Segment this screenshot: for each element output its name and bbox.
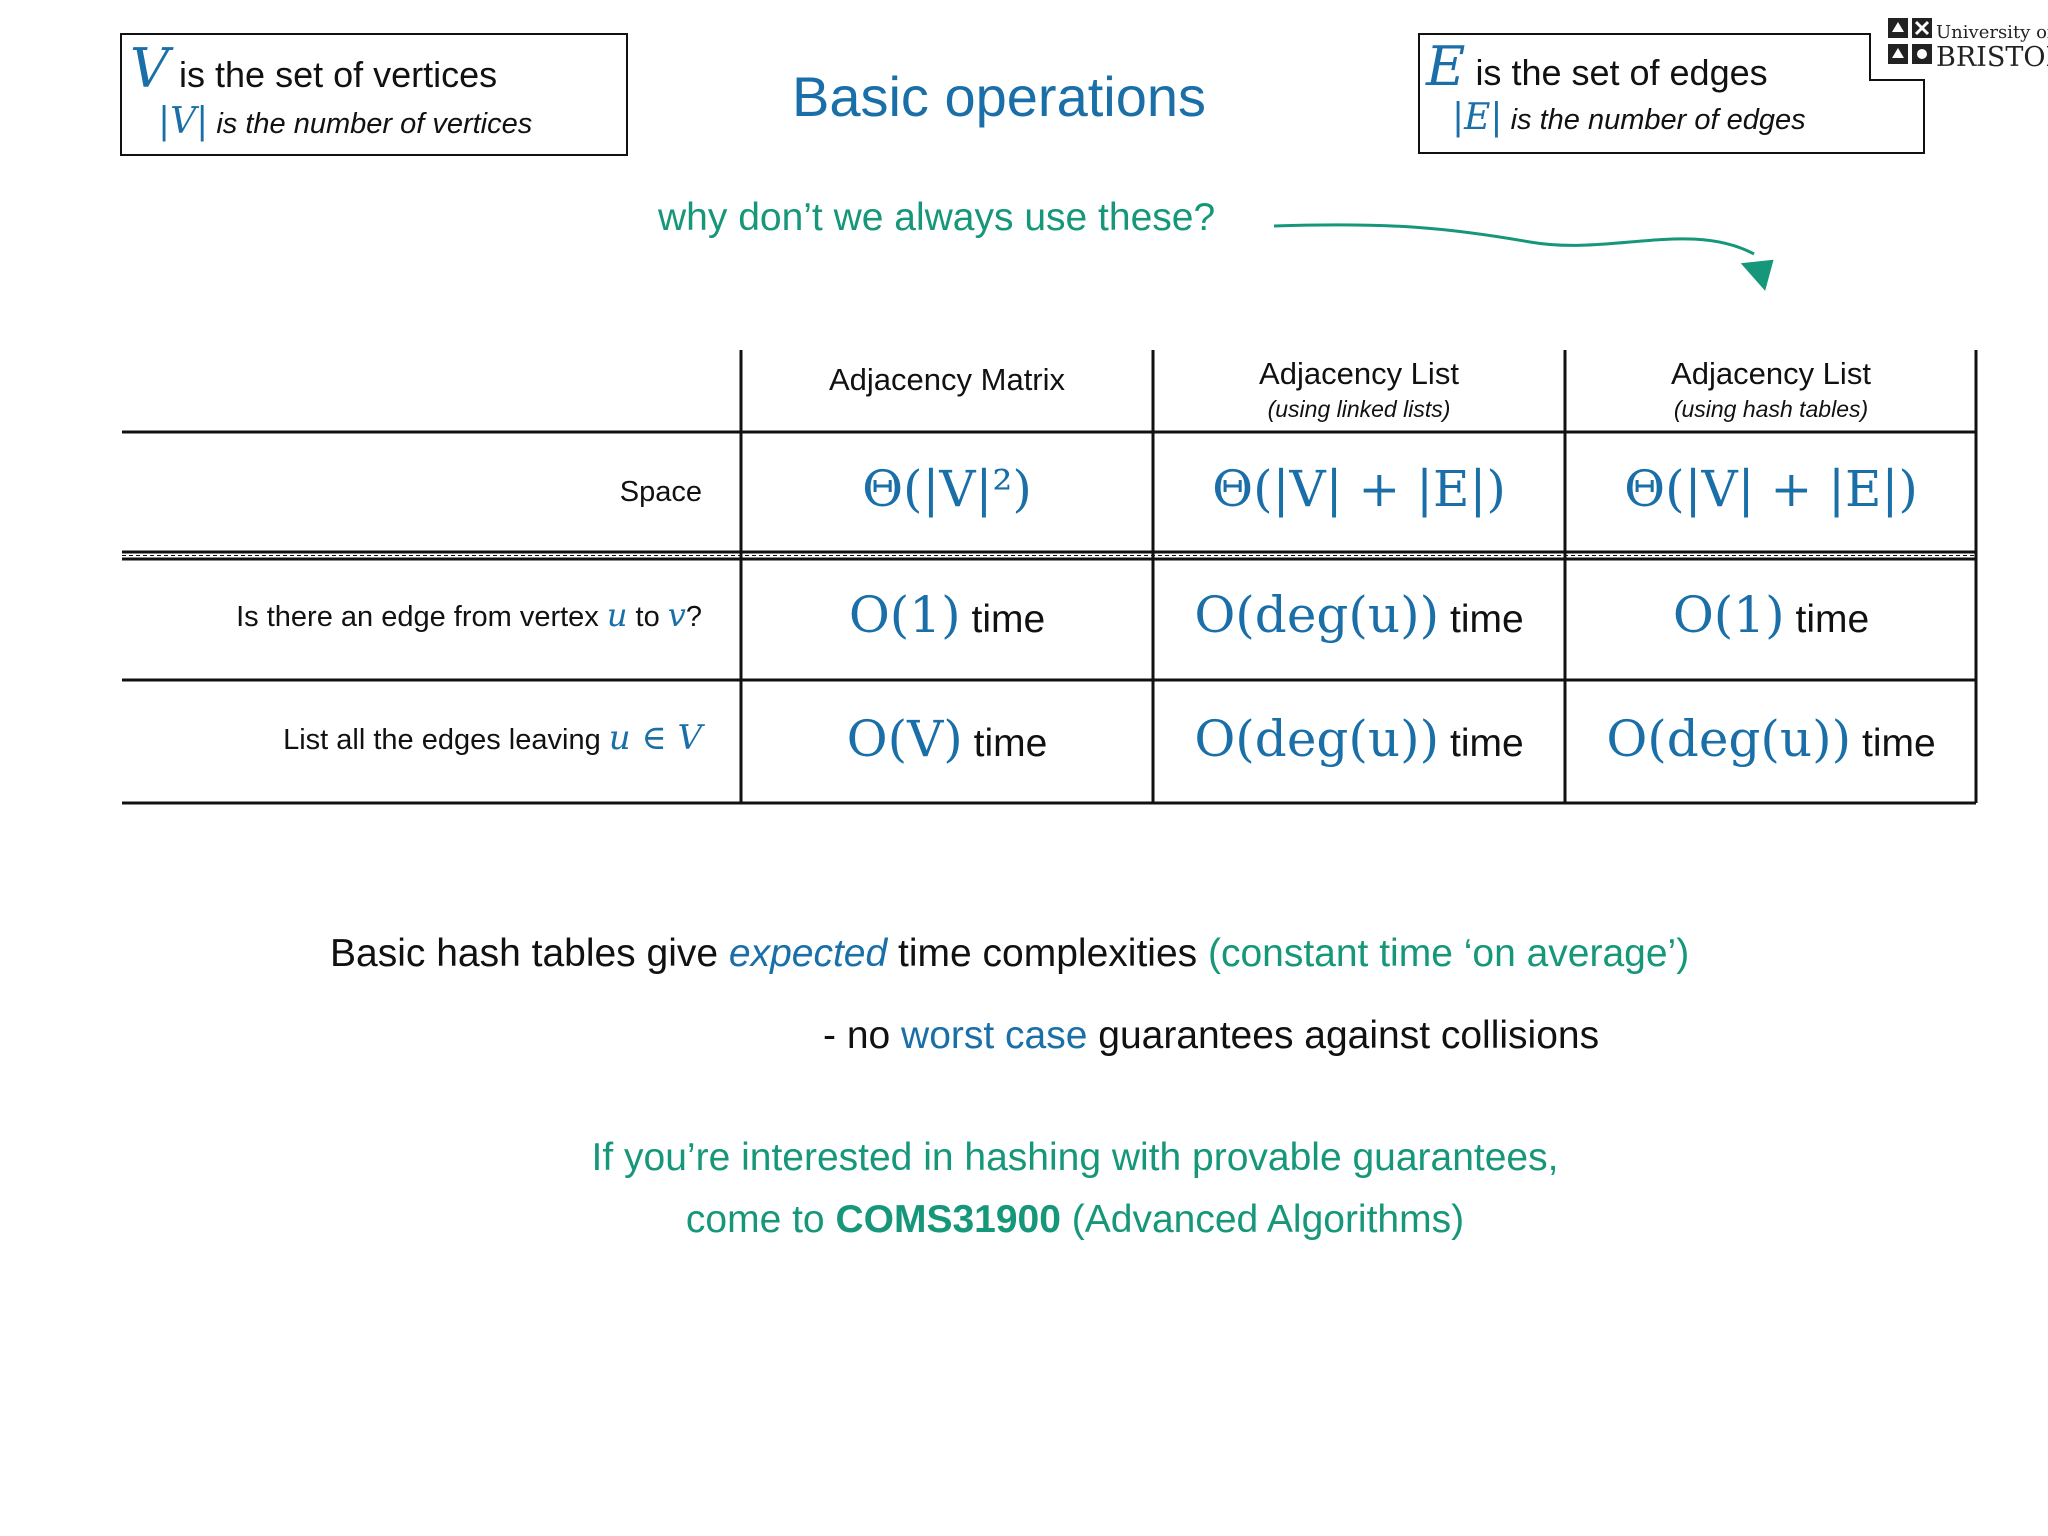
vertices-count-text: is the number of vertices	[216, 108, 533, 140]
edges-count-text: is the number of edges	[1510, 104, 1806, 136]
vertices-definition-box: V is the set of vertices |V| is the numb…	[120, 33, 628, 156]
edges-box-outline	[1418, 33, 1925, 154]
cell-list-edges-linked-list: O(deg(u)) time	[1194, 710, 1524, 768]
edges-definition-line: E is the set of edges	[1426, 35, 1768, 98]
column-header-adjacency-list-linked: Adjacency List (using linked lists)	[1153, 356, 1565, 423]
course-note-line1: If you’re interested in hashing with pro…	[591, 1136, 1559, 1179]
cell-edge-query-hash-list: O(1) time	[1672, 586, 1870, 644]
edges-symbol: E	[1426, 35, 1466, 98]
cell-space-hash-list: Θ(|V| + |E|)	[1624, 460, 1918, 518]
university-logo: University of BRISTOL	[1872, 10, 2048, 80]
edges-count-symbol: |E|	[1452, 97, 1503, 138]
callout-question: why don’t we always use these?	[658, 196, 1216, 239]
edges-definition-text: is the set of edges	[1475, 52, 1768, 93]
vertices-count-line: |V| is the number of vertices	[158, 101, 532, 142]
vertices-count-symbol: |V|	[158, 101, 209, 142]
row-label-space: Space	[619, 476, 702, 508]
edges-definition-box: E is the set of edges |E| is the number …	[1418, 33, 1926, 154]
crest-icon	[1888, 18, 1932, 64]
row-label-list-edges: List all the edges leaving u ∈ V	[283, 718, 702, 758]
cell-edge-query-matrix: O(1) time	[848, 586, 1046, 644]
course-code: COMS31900	[835, 1198, 1061, 1241]
course-note-line2: come to COMS31900 (Advanced Algorithms)	[685, 1198, 1465, 1241]
cell-list-edges-hash-list: O(deg(u)) time	[1606, 710, 1936, 768]
column-header-adjacency-matrix: Adjacency Matrix	[828, 362, 1066, 397]
edges-count-line: |E| is the number of edges	[1452, 97, 1806, 138]
logo-text-line1: University of	[1936, 22, 2048, 43]
row-label-edge-query: Is there an edge from vertex u to v?	[236, 596, 702, 634]
vertices-definition-line: V is the set of vertices	[130, 37, 497, 100]
column-subheader-linked-lists: (using linked lists)	[1267, 396, 1451, 422]
vertices-symbol: V	[130, 37, 169, 100]
hash-table-note: Basic hash tables give expected time com…	[330, 932, 1690, 975]
expected-emphasis: expected	[728, 932, 888, 975]
cell-space-linked-list: Θ(|V| + |E|)	[1212, 460, 1506, 518]
column-subheader-hash-tables: (using hash tables)	[1673, 396, 1869, 422]
on-average-aside: (constant time ‘on average’)	[1207, 932, 1690, 975]
slide-title: Basic operations	[791, 65, 1206, 128]
worst-case-note: - no worst case guarantees against colli…	[823, 1014, 1600, 1057]
cell-edge-query-linked-list: O(deg(u)) time	[1194, 586, 1524, 644]
cell-list-edges-matrix: O(V) time	[846, 710, 1048, 768]
callout-arrow-icon	[1273, 223, 1774, 291]
worst-case-highlight: worst case	[901, 1014, 1088, 1057]
vertices-definition-text: is the set of vertices	[179, 54, 498, 95]
logo-text-line2: BRISTOL	[1936, 42, 2048, 73]
column-header-adjacency-list-hash: Adjacency List (using hash tables)	[1565, 356, 1977, 423]
cell-space-matrix: Θ(|V|²)	[862, 460, 1032, 518]
